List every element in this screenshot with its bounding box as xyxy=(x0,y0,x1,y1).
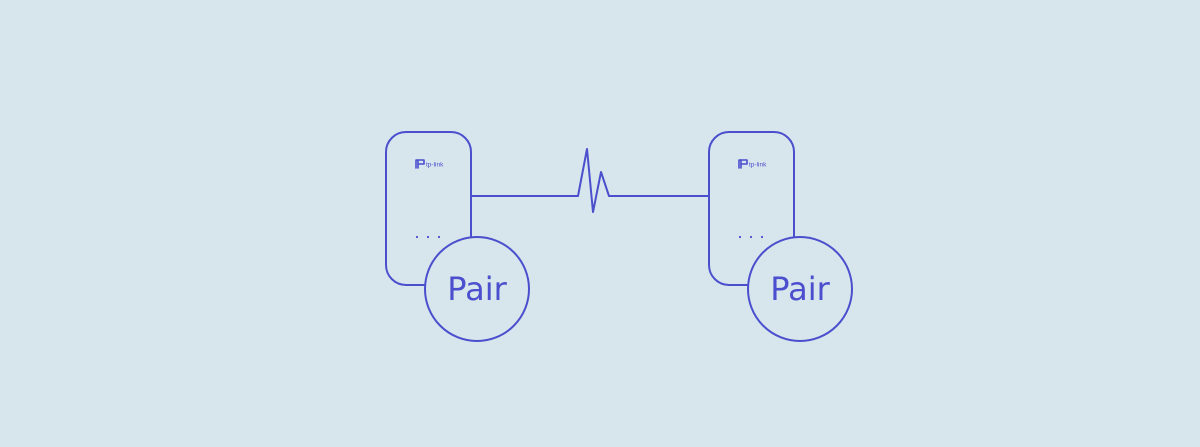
pair-button-label: Pair xyxy=(770,270,830,308)
signal-pulse-icon xyxy=(469,148,710,213)
pair-button-label: Pair xyxy=(447,270,507,308)
brand-label: tp-link xyxy=(426,162,444,169)
status-dots xyxy=(415,235,441,239)
tp-link-logo-icon xyxy=(415,159,425,169)
pair-button-right[interactable]: Pair xyxy=(747,236,853,342)
powerline-adapter-left: tp-link Pair xyxy=(385,131,530,342)
pair-button-left[interactable]: Pair xyxy=(424,236,530,342)
brand-label: tp-link xyxy=(749,162,767,169)
status-dots xyxy=(738,235,764,239)
powerline-adapter-right: tp-link Pair xyxy=(708,131,853,342)
tp-link-logo-icon xyxy=(738,159,748,169)
